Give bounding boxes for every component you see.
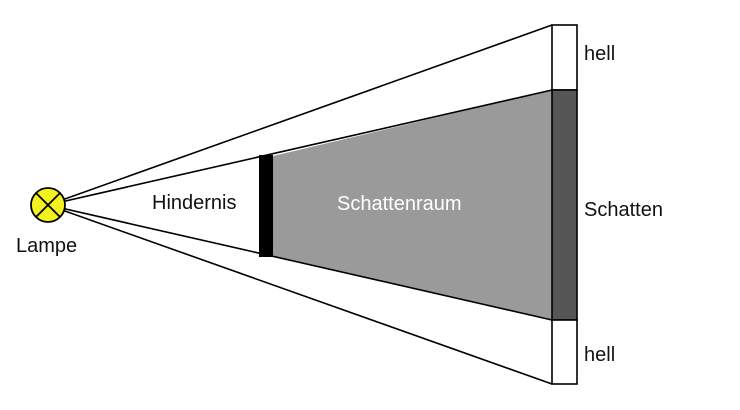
lamp-label: Lampe <box>16 235 77 257</box>
light-ray-bottom-inner <box>47 204 553 321</box>
screen-shadow <box>551 89 578 321</box>
light-ray-top-inner <box>47 89 553 206</box>
screen-bright-top <box>551 24 578 91</box>
bright-top-label: hell <box>584 43 615 65</box>
shadow-label: Schatten <box>584 199 663 221</box>
screen-bright-bottom <box>551 319 578 385</box>
shadow-space-region <box>273 90 552 320</box>
bright-bottom-label: hell <box>584 344 615 366</box>
shadow-space-label: Schattenraum <box>337 193 462 215</box>
obstacle-label: Hindernis <box>152 192 236 214</box>
obstacle-bar <box>259 155 273 257</box>
light-ray-top-outer <box>47 24 553 206</box>
lamp-icon <box>30 187 66 223</box>
light-ray-bottom-outer <box>47 204 553 385</box>
